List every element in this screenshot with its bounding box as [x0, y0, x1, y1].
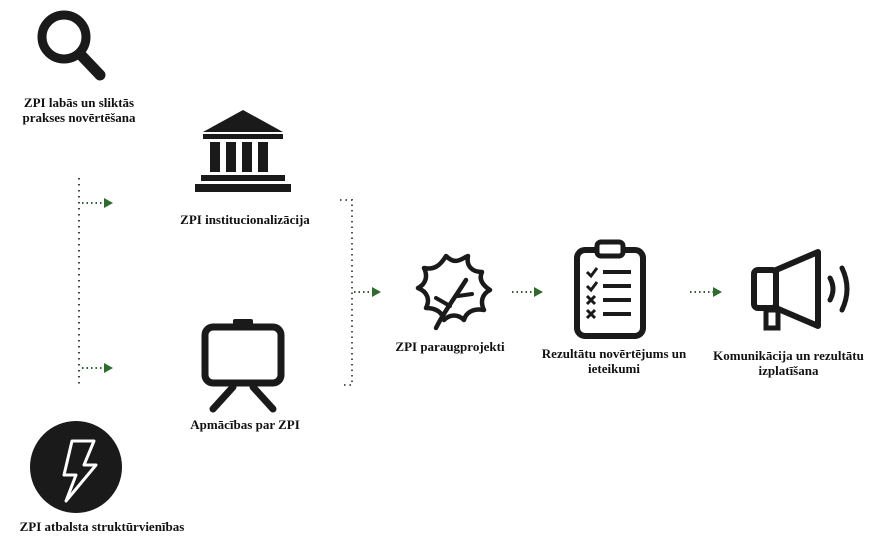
node-communication-label: Komunikācija un rezultātu izplatīšana	[713, 348, 864, 378]
arrow-to-results-evaluation	[512, 287, 543, 297]
leaf-icon	[415, 253, 493, 331]
arrow-to-institutionalization	[82, 198, 113, 208]
node-institutionalization: ZPI institucionalizācija	[150, 105, 340, 230]
checklist-icon	[574, 239, 646, 339]
arrow-to-pilot-projects	[354, 287, 381, 297]
merge-bracket	[340, 199, 353, 386]
node-institutionalization-label: ZPI institucionalizācija	[180, 212, 310, 227]
megaphone-icon	[751, 249, 850, 331]
presentation-board-icon	[201, 319, 285, 413]
lightning-icon	[30, 421, 122, 513]
node-results-evaluation: Rezultātu novērtējums un ieteikumi	[530, 238, 690, 388]
magnifier-icon	[37, 10, 106, 81]
node-evaluation-label: ZPI labās un sliktās prakses novērtēšana	[22, 95, 136, 125]
node-evaluation: ZPI labās un sliktās prakses novērtēšana	[0, 0, 160, 150]
arrow-to-communication	[690, 287, 722, 297]
arrow-to-training	[82, 363, 113, 373]
node-communication: Komunikācija un rezultātu izplatīšana	[705, 245, 872, 385]
node-support: ZPI atbalsta struktūrvienības	[0, 415, 210, 536]
node-training-label: Apmācības par ZPI	[190, 417, 300, 432]
node-pilot-projects: ZPI paraugprojekti	[380, 248, 520, 358]
node-pilot-projects-label: ZPI paraugprojekti	[395, 339, 505, 354]
node-training: Apmācības par ZPI	[150, 315, 340, 435]
bank-building-icon	[195, 110, 291, 192]
node-support-label: ZPI atbalsta struktūrvienības	[19, 519, 185, 534]
node-results-evaluation-label: Rezultātu novērtējums un ieteikumi	[541, 346, 687, 376]
